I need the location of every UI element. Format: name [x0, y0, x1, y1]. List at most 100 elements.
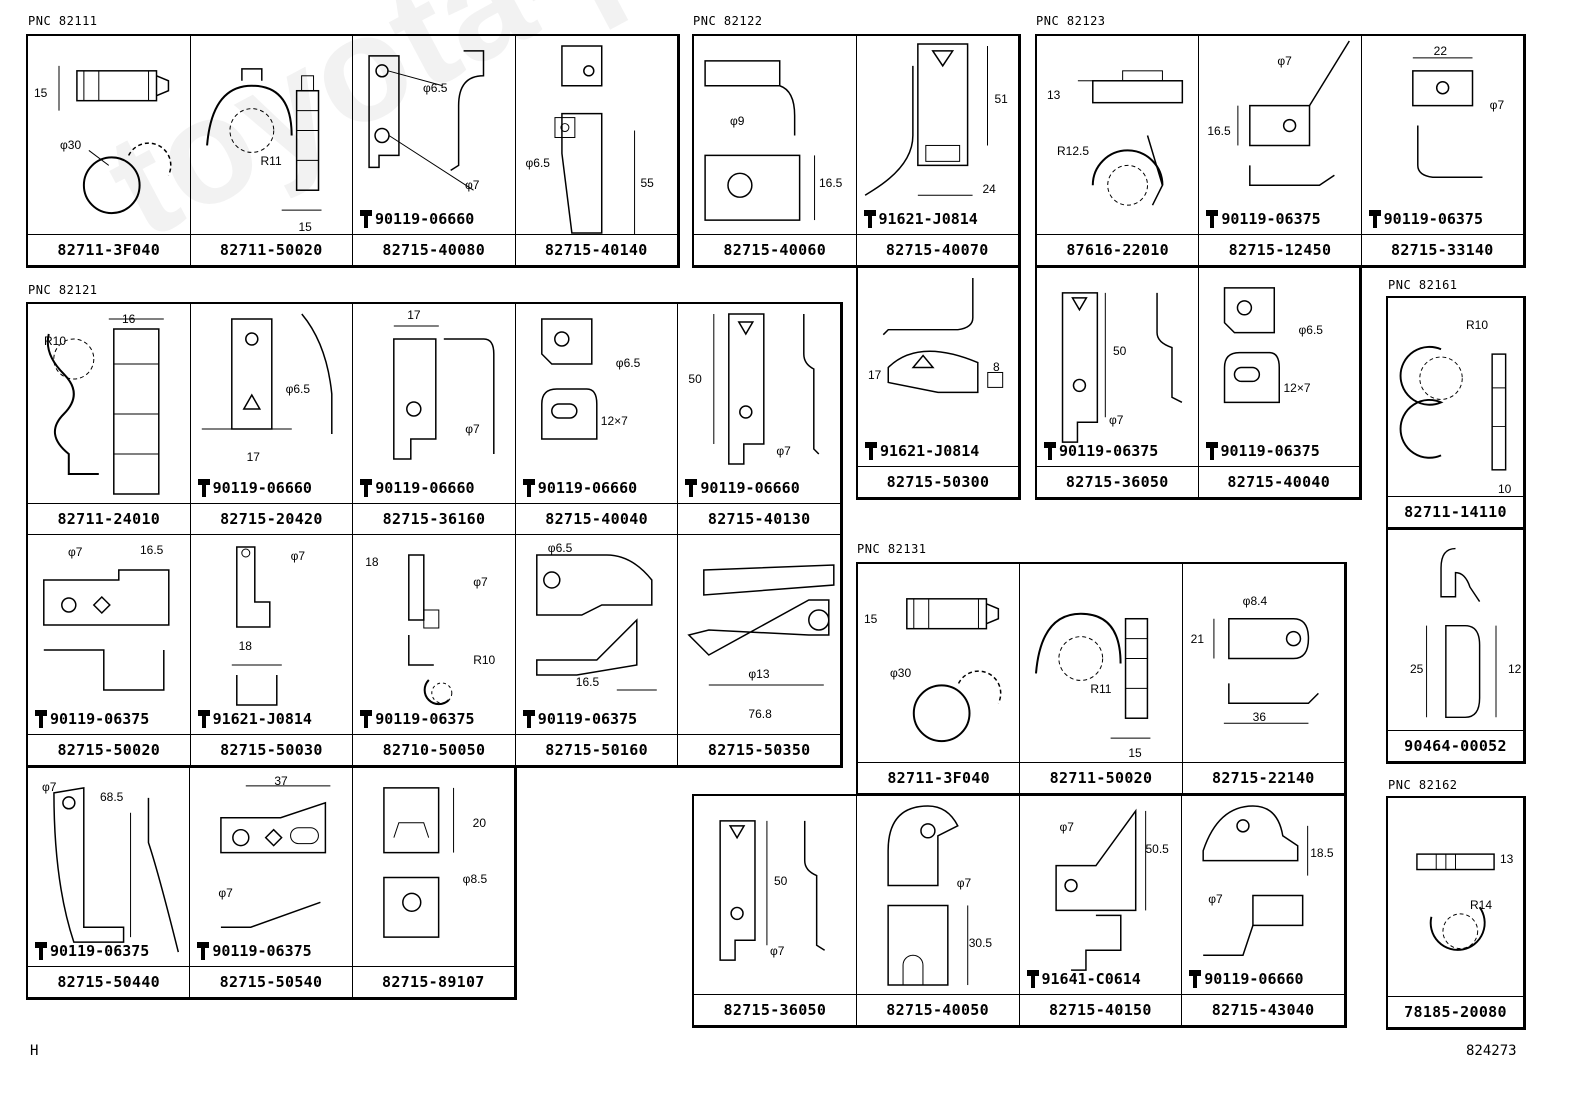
part-number[interactable]: 82711-14110 — [1388, 496, 1523, 527]
part-number[interactable]: 82715-40040 — [515, 503, 678, 534]
part-number[interactable]: 82715-40040 — [1198, 466, 1359, 497]
part-cell[interactable]: φ7 18 91621-J0814 82715-50030 — [190, 535, 354, 766]
part-number[interactable]: 82715-89107 — [352, 966, 514, 997]
bracket-drawing — [1213, 617, 1319, 724]
part-cell[interactable]: 15 φ30 82711-3F040 — [28, 36, 191, 266]
dim-label: φ6.5 — [423, 81, 448, 95]
bracket-drawing — [201, 313, 333, 434]
bolt-callout: 91641-C0614 — [1026, 969, 1141, 989]
dim-label: φ8.5 — [462, 872, 488, 886]
dim-label: φ13 — [748, 667, 770, 681]
part-number[interactable]: 82711-3F040 — [858, 762, 1020, 793]
part-cell[interactable]: φ8.4 21 36 82715-22140 — [1182, 564, 1345, 794]
part-number[interactable]: 82715-50030 — [190, 734, 353, 765]
part-number[interactable]: 82715-50440 — [28, 966, 190, 997]
part-cell[interactable]: 15 φ30 82711-3F040 — [858, 564, 1021, 794]
part-number[interactable]: 82715-50160 — [515, 734, 678, 765]
part-cell[interactable]: φ7 16.5 90119-06375 82715-12450 — [1199, 36, 1362, 266]
bolt-callout: 90119-06660 — [684, 478, 800, 498]
clamp-drawing — [1416, 853, 1495, 951]
bracket-drawing — [864, 43, 988, 196]
dim-label: 50 — [688, 372, 702, 386]
dim-label: φ6.5 — [285, 382, 311, 396]
bolt-icon — [522, 478, 536, 498]
part-cell[interactable]: 22 φ7 90119-06375 82715-33140 — [1361, 36, 1524, 266]
part-cell[interactable]: φ6.5 12×7 90119-06660 82715-40040 — [515, 304, 679, 535]
part-number[interactable]: 82715-22140 — [1182, 762, 1344, 793]
part-number[interactable]: 82715-40140 — [515, 234, 677, 265]
part-cell[interactable]: φ7 68.5 90119-06375 82715-50440 — [28, 768, 191, 998]
part-number[interactable]: 82715-40060 — [694, 234, 856, 265]
part-number[interactable]: 82715-12450 — [1199, 234, 1361, 265]
part-cell[interactable]: R10 10 82711-14110 — [1388, 298, 1524, 528]
part-number[interactable]: 82715-50300 — [858, 466, 1018, 497]
part-number[interactable]: 90464-00052 — [1388, 730, 1523, 761]
part-number[interactable]: 82715-40080 — [353, 234, 515, 265]
dim-label: φ7 — [465, 178, 480, 192]
part-number[interactable]: 82711-50020 — [1020, 762, 1182, 793]
dim-label: R12.5 — [1057, 144, 1090, 158]
part-cell[interactable]: R10 16 82711-24010 — [28, 304, 191, 535]
part-number[interactable]: 82715-50020 — [28, 734, 190, 765]
dim-label: φ7 — [218, 886, 233, 900]
part-cell[interactable]: 18 φ7 R10 90119-06375 82710-50050 — [353, 535, 516, 766]
part-cell[interactable]: 51 24 91621-J0814 82715-40070 — [856, 36, 1019, 266]
part-number[interactable]: 82710-50050 — [353, 734, 515, 765]
dim-label: 18.5 — [1310, 846, 1334, 860]
part-number[interactable]: 82715-40070 — [856, 234, 1018, 265]
bolt-icon — [197, 709, 211, 729]
part-cell[interactable]: R11 15 82711-50020 — [190, 36, 353, 266]
part-number[interactable]: 78185-20080 — [1388, 996, 1523, 1027]
part-number[interactable]: 82715-40130 — [678, 503, 840, 534]
part-number[interactable]: 82715-50350 — [678, 734, 840, 765]
part-cell[interactable]: φ7 50.5 91641-C0614 82715-40150 — [1019, 796, 1183, 1026]
part-cell[interactable]: 13 R14 78185-20080 — [1388, 798, 1524, 1028]
part-number[interactable]: 82715-36050 — [1037, 466, 1198, 497]
part-number[interactable]: 82711-3F040 — [28, 234, 190, 265]
part-number[interactable]: 82715-36050 — [694, 994, 856, 1025]
dim-label: φ7 — [68, 545, 83, 559]
clamp-drawing — [1077, 70, 1184, 206]
bolt-icon — [1188, 969, 1202, 989]
part-number[interactable]: 82715-33140 — [1361, 234, 1523, 265]
part-cell[interactable]: 25 12 90464-00052 — [1388, 530, 1524, 762]
part-cell[interactable]: φ7 30.5 82715-40050 — [856, 796, 1020, 1026]
part-number[interactable]: 82711-24010 — [28, 503, 190, 534]
part-number[interactable]: 82715-40150 — [1019, 994, 1182, 1025]
part-cell[interactable]: 17 8 91621-J0814 82715-50300 — [858, 268, 1019, 498]
part-cell[interactable]: φ6.5 16.5 90119-06375 82715-50160 — [515, 535, 679, 766]
part-cell[interactable]: 13 R12.5 87616-22010 — [1037, 36, 1200, 266]
part-cell[interactable]: 50 φ7 90119-06375 82715-36050 — [1037, 268, 1199, 498]
part-cell[interactable]: φ6.5 17 90119-06660 82715-20420 — [190, 304, 354, 535]
bracket-drawing — [704, 60, 816, 221]
part-cell[interactable]: φ9 16.5 82715-40060 — [694, 36, 857, 266]
part-cell[interactable]: R11 15 82711-50020 — [1020, 564, 1183, 794]
dim-label: φ7 — [1059, 820, 1074, 834]
part-cell[interactable]: 50 φ7 82715-36050 — [694, 796, 857, 1026]
grommet-drawing — [1426, 547, 1497, 719]
dim-label: φ7 — [42, 780, 57, 794]
part-cell[interactable]: 17 φ7 90119-06660 82715-36160 — [353, 304, 516, 535]
part-number[interactable]: 82715-50540 — [190, 966, 352, 997]
part-cell[interactable]: 37 φ7 90119-06375 82715-50540 — [190, 768, 353, 998]
part-number[interactable]: 82715-36160 — [353, 503, 515, 534]
part-cell[interactable]: φ6.5 12×7 90119-06375 82715-40040 — [1198, 268, 1360, 498]
part-cell[interactable]: φ7 16.5 90119-06375 82715-50020 — [28, 535, 191, 766]
part-cell[interactable]: φ13 76.8 82715-50350 — [678, 535, 841, 766]
group-82123-lower: 50 φ7 90119-06375 82715-36050 φ6.5 12×7 … — [1035, 266, 1362, 500]
part-number[interactable]: 82715-43040 — [1182, 994, 1344, 1025]
bracket-drawing — [719, 820, 826, 961]
part-number[interactable]: 82711-50020 — [190, 234, 352, 265]
part-number[interactable]: 82715-20420 — [190, 503, 353, 534]
part-cell[interactable]: 18.5 φ7 90119-06660 82715-43040 — [1182, 796, 1345, 1026]
part-number[interactable]: 82715-40050 — [856, 994, 1019, 1025]
group-82121: R10 16 82711-24010 φ6.5 17 90119-06660 8… — [26, 302, 843, 768]
dim-label: 16 — [122, 312, 136, 326]
clamp-drawing — [58, 65, 172, 215]
part-cell[interactable]: 20 φ8.5 82715-89107 — [352, 768, 515, 998]
part-number[interactable]: 87616-22010 — [1037, 234, 1199, 265]
part-cell[interactable]: φ6.5 φ7 90119-06660 82715-40080 — [353, 36, 516, 266]
part-cell[interactable]: 50 φ7 90119-06660 82715-40130 — [678, 304, 841, 535]
dim-label: φ7 — [776, 444, 791, 458]
part-cell[interactable]: φ6.5 55 82715-40140 — [515, 36, 678, 266]
